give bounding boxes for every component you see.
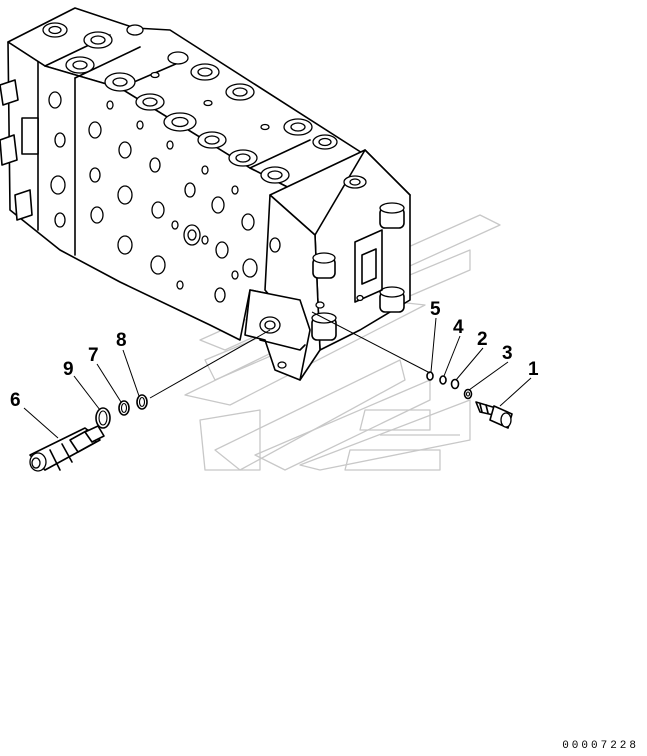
part-2-ring (450, 378, 460, 390)
part-3-ring (463, 388, 473, 400)
part-9-o-ring (95, 407, 111, 429)
callout-4: 4 (453, 317, 464, 338)
callout-7: 7 (88, 345, 99, 366)
part-5-ring (426, 371, 434, 381)
part-4-ring (439, 375, 447, 385)
callout-6: 6 (10, 390, 21, 411)
drawing-reference-code: 00007228 (562, 740, 639, 752)
leader-lines (23, 311, 532, 439)
callout-5: 5 (430, 299, 441, 320)
callout-2: 2 (477, 329, 488, 350)
part-8-o-ring (136, 394, 148, 410)
callout-3: 3 (502, 343, 513, 364)
callout-9: 9 (63, 359, 74, 380)
callout-8: 8 (116, 330, 127, 351)
part-7-backup-ring (118, 400, 130, 416)
part-6-valve-cartridge (29, 425, 105, 472)
part-1-plug (475, 401, 513, 429)
callout-1: 1 (528, 359, 539, 380)
valve-body (0, 7, 411, 381)
